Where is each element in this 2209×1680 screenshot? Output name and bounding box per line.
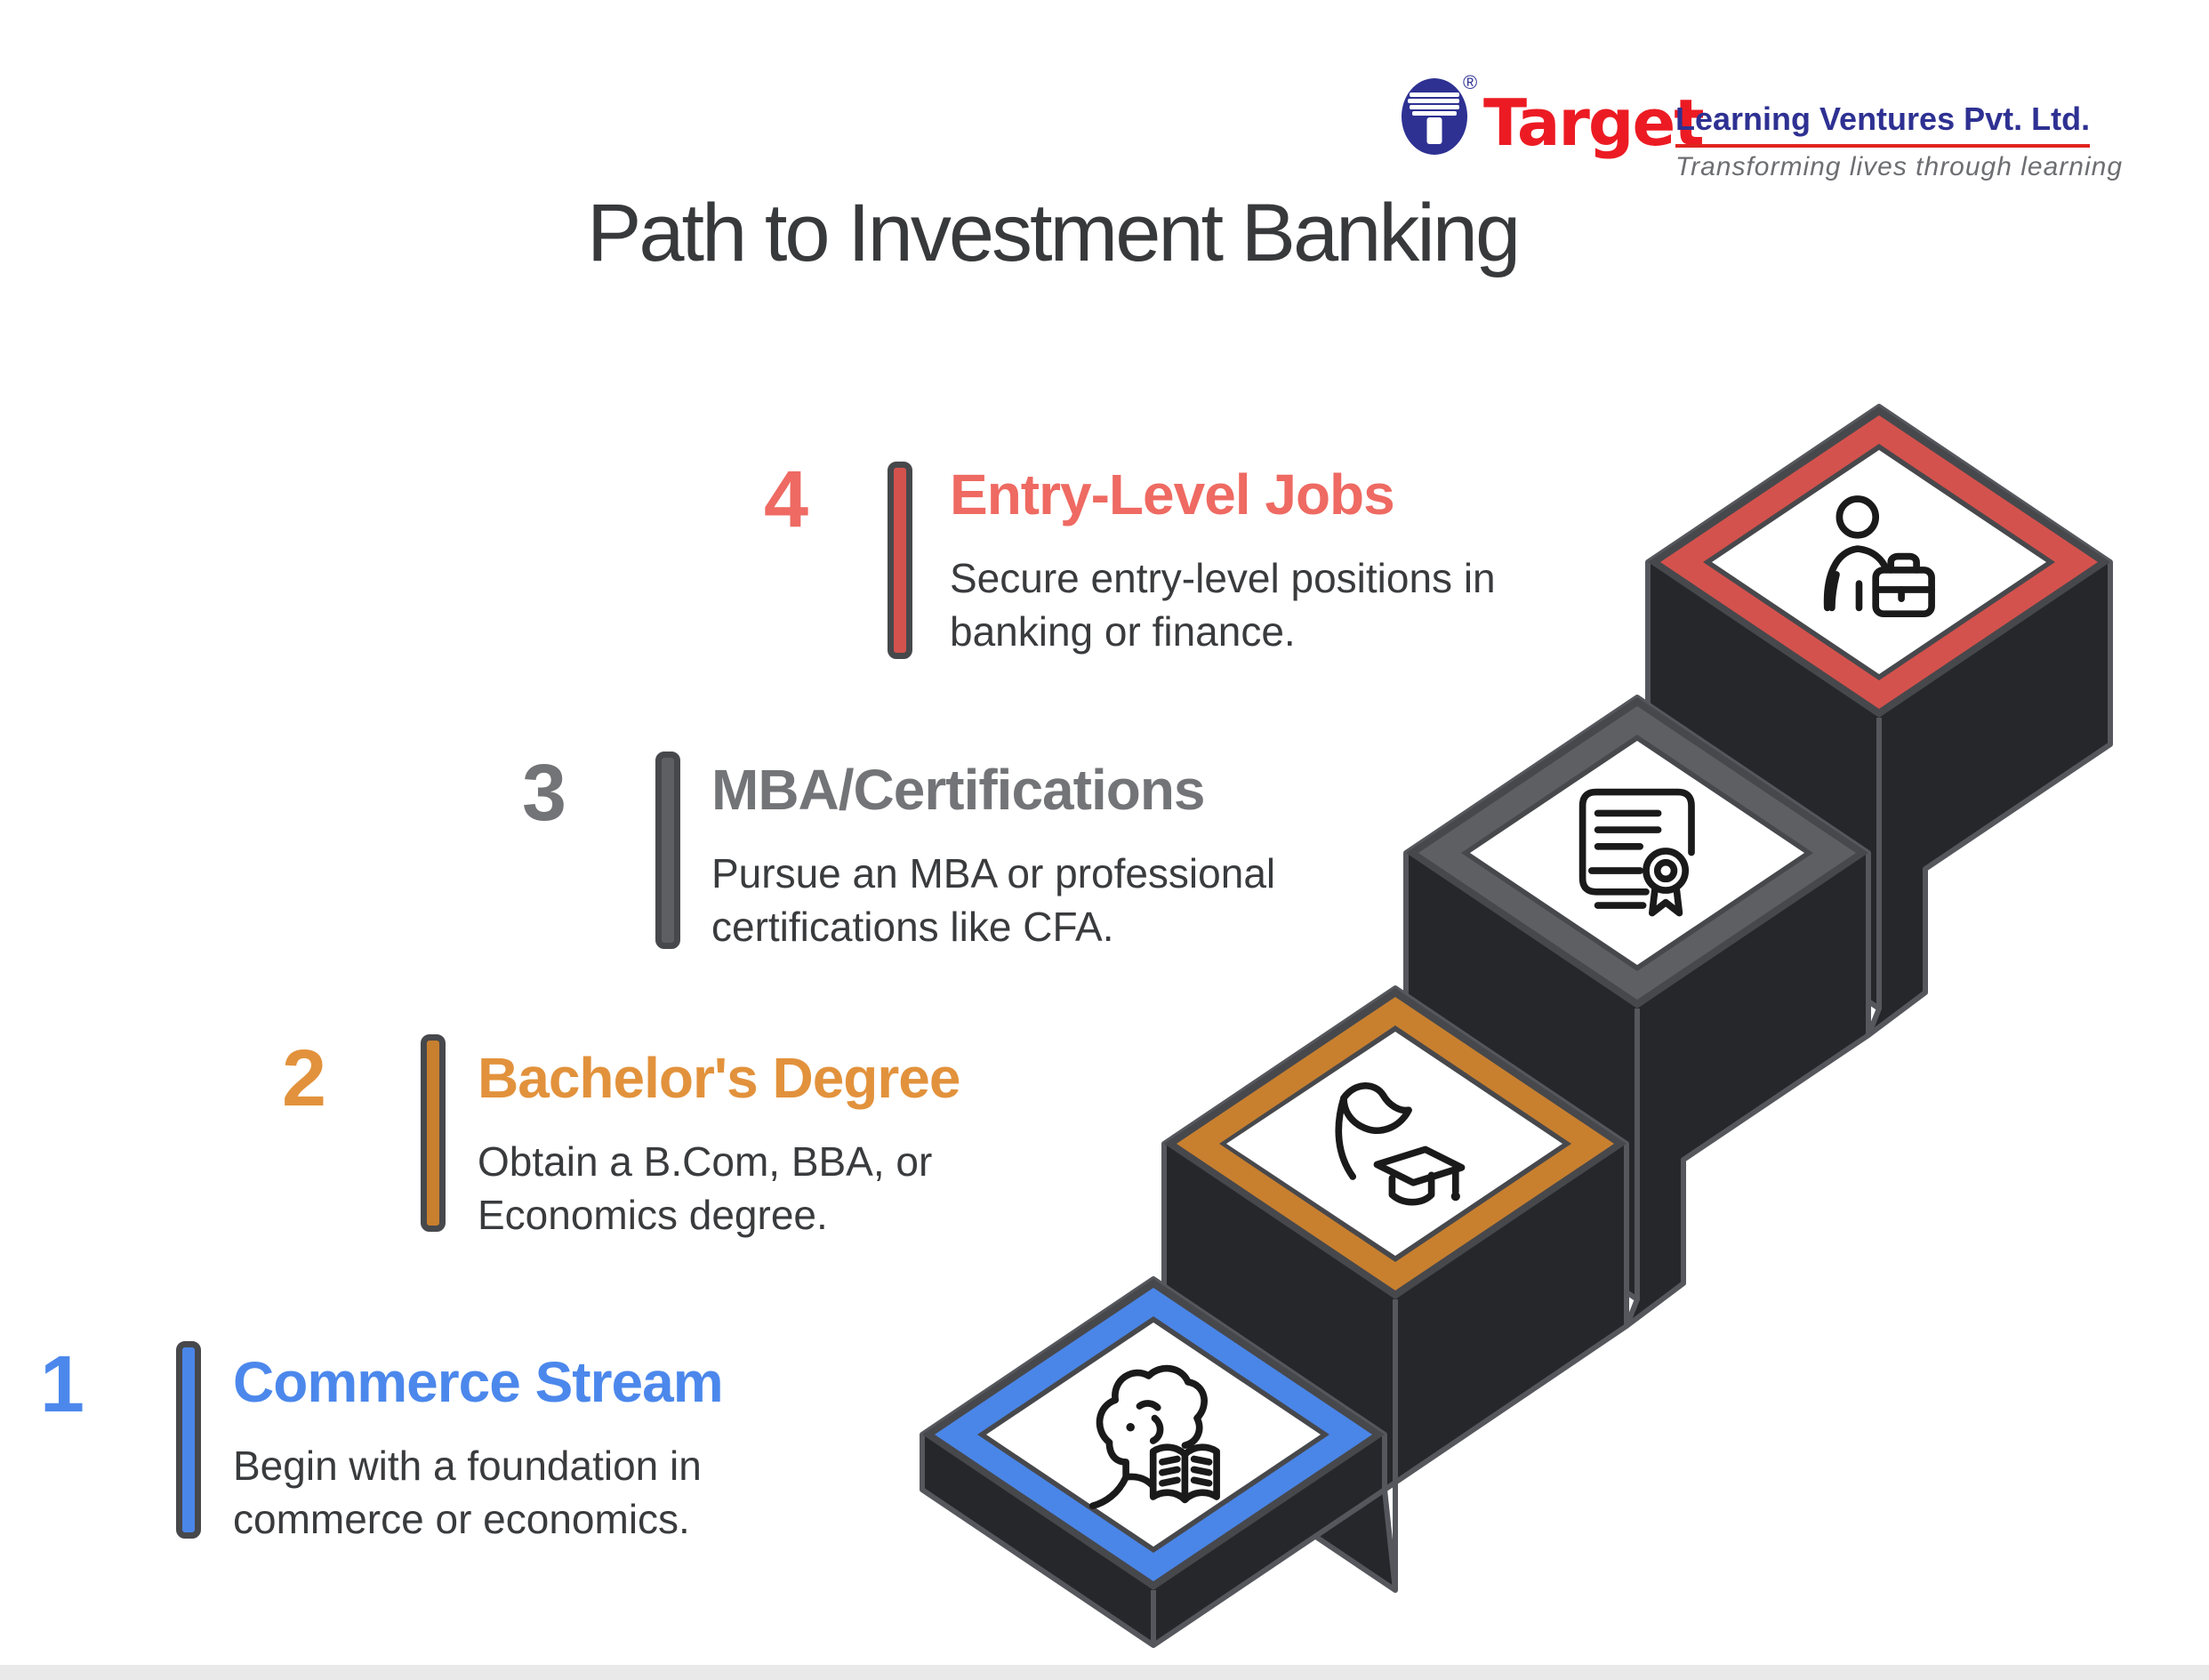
step-1-tile	[922, 1279, 1385, 1590]
step-2-number: 2	[281, 1034, 327, 1123]
brand-name: Target	[1483, 85, 1705, 160]
certificate-icon	[1578, 788, 1695, 917]
logo-mark	[1402, 78, 1467, 155]
step-2-title: Bachelor's Degree	[478, 1046, 960, 1110]
person-briefcase-icon	[1823, 495, 1935, 618]
company-name: Learning Ventures Pvt. Ltd.	[1675, 100, 2091, 149]
person-reading-icon	[1088, 1364, 1220, 1510]
step-2-description: Obtain a B.Com, BBA, or Economics degree…	[478, 1138, 933, 1238]
step-1-title: Commerce Stream	[233, 1350, 724, 1414]
step-1-number: 1	[39, 1340, 85, 1429]
company-tagline: Transforming lives through learning	[1675, 152, 2124, 182]
step-3-tile	[1406, 697, 1868, 1009]
registered-trademark-icon: ®	[1463, 71, 1478, 93]
step-4-bar	[888, 462, 912, 659]
page-bottom-strip	[0, 1665, 2209, 1680]
step-4-number: 4	[763, 455, 809, 544]
graduation-cap-icon	[1335, 1081, 1466, 1206]
logo-oval	[1402, 78, 1467, 155]
page-title: Path to Investment Banking	[587, 188, 1521, 278]
step-3-bar	[655, 752, 680, 949]
step-3-description: Pursue an MBA or professional certificat…	[711, 850, 1276, 950]
step-1-description: Begin with a foundation in commerce or e…	[233, 1443, 702, 1542]
step-3-number: 3	[521, 749, 567, 838]
step-1-bar	[176, 1341, 201, 1539]
logo-text-block: Learning Ventures Pvt. Ltd. Transforming…	[1675, 100, 2123, 182]
step-4-title: Entry-Level Jobs	[950, 462, 1395, 527]
step-3-title: MBA/Certifications	[711, 758, 1205, 822]
step-4-description: Secure entry-level positions in banking …	[950, 555, 1496, 655]
step-2-tile	[1164, 988, 1627, 1299]
logo-t-glyph	[1408, 92, 1459, 144]
step-2-bar	[421, 1034, 446, 1232]
